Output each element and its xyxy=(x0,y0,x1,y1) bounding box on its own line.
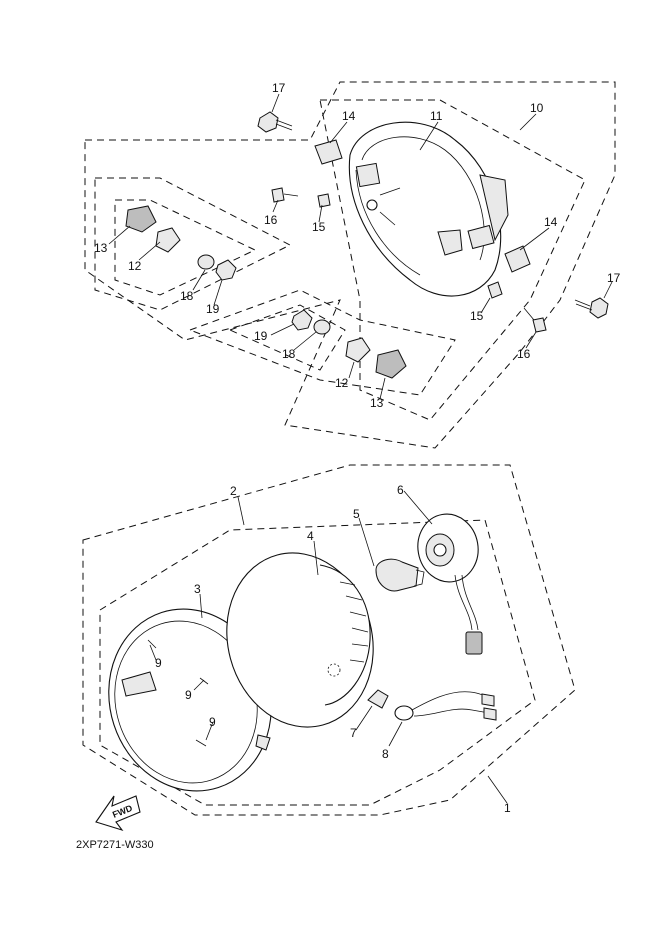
bulb-socket xyxy=(417,513,483,655)
bushing-12-left xyxy=(155,227,181,253)
headlight-housing xyxy=(348,121,509,297)
callout-11: 11 xyxy=(430,109,443,123)
washer-18-left xyxy=(197,254,215,270)
callout-13: 13 xyxy=(370,396,384,410)
callout-13: 13 xyxy=(94,241,108,255)
callout-10: 10 xyxy=(530,101,544,115)
callout-19: 19 xyxy=(254,329,268,343)
headlight-lens-unit xyxy=(226,552,374,728)
callout-19: 19 xyxy=(206,302,220,316)
callout-5: 5 xyxy=(353,507,360,521)
callout-15: 15 xyxy=(470,309,484,323)
headlight-bulb xyxy=(375,558,425,592)
screw-16-right xyxy=(523,307,547,333)
callout-labels: 17 14 11 10 16 15 13 12 18 19 14 17 15 1… xyxy=(94,81,621,815)
nut-19-left xyxy=(215,259,237,281)
grommet-14-right xyxy=(504,245,531,273)
collar-15-left xyxy=(317,193,331,208)
callout-17: 17 xyxy=(272,81,286,95)
callout-14: 14 xyxy=(342,109,356,123)
callout-17: 17 xyxy=(607,271,621,285)
callout-12: 12 xyxy=(335,376,349,390)
callout-16: 16 xyxy=(517,347,531,361)
outline-left-bracket-inner xyxy=(114,199,257,296)
block-13-left xyxy=(125,205,157,233)
callout-4: 4 xyxy=(307,529,314,543)
bolt-17-right xyxy=(574,297,609,319)
fwd-arrow-icon: FWD xyxy=(95,795,141,832)
hardware-parts xyxy=(125,111,609,379)
callout-2: 2 xyxy=(230,484,237,498)
callout-16: 16 xyxy=(264,213,278,227)
callout-14: 14 xyxy=(544,215,558,229)
outline-left-bracket xyxy=(94,177,292,311)
callout-6: 6 xyxy=(397,483,404,497)
callout-12: 12 xyxy=(128,259,142,273)
outline-group-1 xyxy=(82,464,576,816)
bushing-12-right xyxy=(345,337,371,363)
diagram-code: 2XP7271-W330 xyxy=(76,839,154,851)
grommet-14-left xyxy=(314,139,343,165)
outline-group-2 xyxy=(99,519,536,806)
outline-group-11 xyxy=(319,99,586,421)
callout-9: 9 xyxy=(209,715,216,729)
outline-right-bracket xyxy=(188,289,456,396)
callout-3: 3 xyxy=(194,582,201,596)
callout-8: 8 xyxy=(382,747,389,761)
leader-lines xyxy=(108,93,613,804)
callout-18: 18 xyxy=(282,347,296,361)
position-bulb xyxy=(367,689,389,709)
callout-1: 1 xyxy=(504,801,511,815)
bolt-17-left xyxy=(257,111,293,133)
callout-7: 7 xyxy=(350,726,357,740)
screw-16-left xyxy=(271,187,299,203)
outline-group-10 xyxy=(84,81,616,449)
callout-9: 9 xyxy=(185,688,192,702)
collar-15-right xyxy=(487,281,503,299)
position-bulb-socket xyxy=(394,691,497,721)
washer-18-right xyxy=(313,319,331,335)
outline-right-bracket-inner xyxy=(228,304,346,371)
nut-19-right xyxy=(291,309,313,331)
block-13-right xyxy=(375,349,407,379)
assembly-outlines xyxy=(82,81,616,816)
callout-9: 9 xyxy=(155,656,162,670)
callout-15: 15 xyxy=(312,220,326,234)
callout-18: 18 xyxy=(180,289,194,303)
